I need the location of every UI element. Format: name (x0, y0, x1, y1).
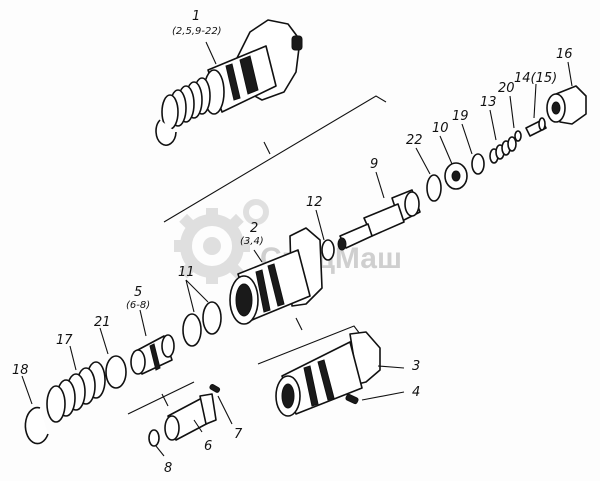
part-6-sleeve (164, 393, 217, 441)
part-20-washer (514, 130, 522, 142)
label-19: 19 (452, 109, 469, 124)
part-12-ring (321, 239, 335, 261)
label-12: 12 (306, 195, 323, 210)
leader-lines (21, 41, 573, 457)
label-4: 4 (412, 385, 420, 400)
label-6: 6 (204, 439, 212, 454)
part-3-sleeve (275, 331, 381, 417)
part-22-ring (426, 174, 442, 202)
label-5-sub: (6-8) (126, 300, 150, 311)
part-18-retaining-ring (24, 406, 49, 445)
label-11: 11 (178, 265, 195, 280)
label-21: 21 (94, 315, 111, 330)
label-22: 22 (406, 133, 423, 148)
bracket-top (163, 95, 387, 223)
part-14-valve (525, 117, 547, 137)
label-1-sub: (2,5,9-22) (172, 26, 222, 37)
label-18: 18 (12, 363, 29, 378)
part-8-ring (148, 429, 160, 447)
part-5-sleeve (130, 334, 175, 375)
part-2-housing (229, 227, 323, 325)
label-1: 1 (192, 9, 200, 24)
label-17: 17 (56, 333, 73, 348)
label-2: 2 (250, 221, 258, 236)
label-7: 7 (234, 427, 243, 442)
part-19-washer (471, 153, 485, 175)
label-10: 10 (432, 121, 449, 136)
part-11-o-rings (182, 301, 222, 347)
label-16: 16 (556, 47, 573, 62)
part-7-pin (209, 384, 221, 393)
label-3: 3 (412, 359, 420, 374)
watermark-gear-icon (174, 199, 269, 284)
label-2-sub: (3,4) (240, 236, 264, 247)
part-4-pin (345, 393, 359, 405)
part-9-plunger (337, 189, 421, 251)
part-16-fitting (546, 85, 587, 125)
bracket-middle (257, 317, 361, 365)
label-8: 8 (164, 461, 172, 476)
label-14: 14(15) (514, 71, 557, 86)
part-21-ring (105, 355, 127, 389)
label-9: 9 (370, 157, 378, 172)
label-5: 5 (134, 285, 142, 300)
part-1-assembly (155, 19, 303, 146)
part-17-spring (46, 361, 106, 423)
label-20: 20 (498, 81, 515, 96)
part-10-nut (444, 162, 468, 190)
label-13: 13 (480, 95, 497, 110)
bracket-lower (127, 381, 195, 415)
part-13-spring (489, 136, 517, 164)
part-1-spring (161, 77, 211, 130)
